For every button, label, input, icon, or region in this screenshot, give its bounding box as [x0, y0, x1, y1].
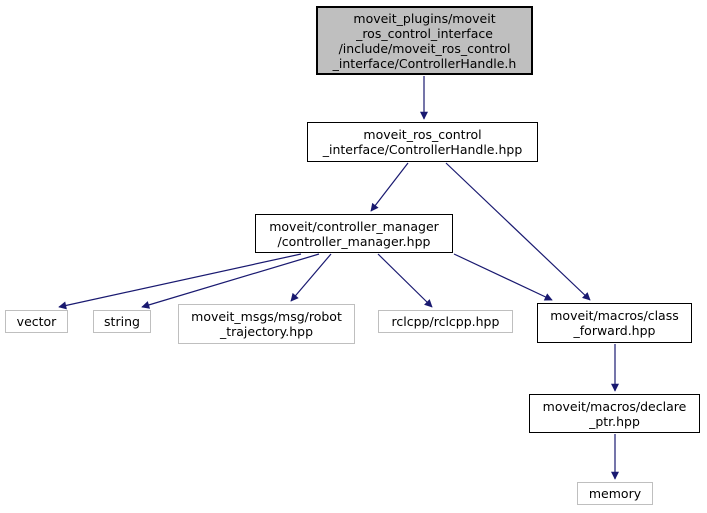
node-rclcpp-hpp: rclcpp/rclcpp.hpp [378, 310, 513, 333]
edge-controllerhandle-hpp-to-controller-manager-hpp [370, 162, 409, 212]
edge-controller-manager-hpp-to-class-forward-hpp [453, 253, 553, 301]
node-controllerhandle-h: moveit_plugins/moveit _ros_control_inter… [316, 6, 533, 75]
node-controller-manager-hpp[interactable]: moveit/controller_manager /controller_ma… [255, 214, 453, 253]
edge-controllerhandle-hpp-to-class-forward-hpp [445, 162, 591, 301]
edge-controller-manager-hpp-to-vector [58, 253, 302, 310]
node-class-forward-hpp[interactable]: moveit/macros/class _forward.hpp [537, 303, 692, 343]
edge-controller-manager-hpp-to-robot-trajectory-hpp [290, 253, 332, 302]
node-string: string [93, 310, 151, 333]
node-declare-ptr-hpp[interactable]: moveit/macros/declare _ptr.hpp [529, 394, 700, 433]
node-vector: vector [5, 310, 68, 333]
node-memory: memory [577, 482, 653, 505]
edge-controller-manager-hpp-to-rclcpp-hpp [377, 253, 433, 308]
edge-controller-manager-hpp-to-string [141, 253, 320, 309]
node-robot-trajectory-hpp: moveit_msgs/msg/robot _trajectory.hpp [178, 304, 355, 344]
node-controllerhandle-hpp[interactable]: moveit_ros_control _interface/Controller… [307, 122, 538, 162]
